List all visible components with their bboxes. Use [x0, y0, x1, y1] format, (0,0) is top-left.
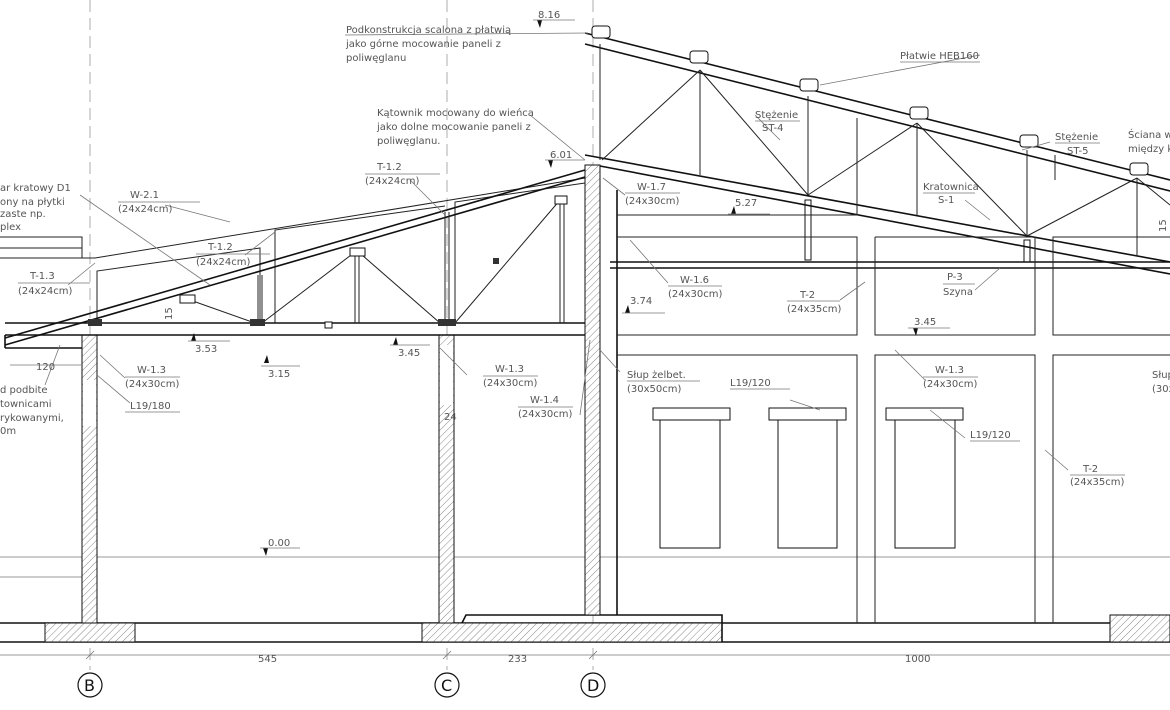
label-stup-right: Słup(30x: [1152, 370, 1170, 395]
level-3.15: 3.15: [261, 355, 300, 380]
label-t12-upper: T-1.2(24x24cm): [365, 162, 420, 187]
label-15-right: 15: [1158, 219, 1169, 232]
label-stup: Słup żelbet.(30x50cm): [627, 370, 686, 395]
level-3.45-left: 3.45: [390, 337, 430, 359]
level-0.00: 0.00: [260, 538, 300, 556]
dim-120: 120: [36, 362, 55, 373]
right-roof-truss: [584, 25, 1170, 275]
axis-b: B: [84, 676, 95, 695]
svg-text:0.00: 0.00: [268, 538, 290, 549]
columns: [81, 164, 618, 624]
label-t2-right: T-2(24x35cm): [1070, 464, 1125, 488]
axis-c: C: [441, 676, 452, 695]
label-w17: W-1.7(24x30cm): [625, 182, 680, 207]
label-24: 24: [444, 412, 457, 423]
axis-d: D: [587, 676, 599, 695]
svg-text:3.45: 3.45: [398, 348, 420, 359]
level-3.45-right: 3.45: [908, 317, 950, 336]
label-w13-b: W-1.3(24x30cm): [125, 365, 180, 390]
label-w13-c: W-1.3(24x30cm): [483, 364, 538, 389]
svg-text:3.15: 3.15: [268, 369, 290, 380]
label-w21: W-2.1(24x24cm): [118, 190, 173, 215]
leader-lines: [44, 32, 1069, 471]
background-walls-left: [0, 177, 586, 323]
dim-233: 233: [508, 654, 527, 665]
label-l19-180: L19/180: [130, 401, 171, 412]
level-8.16: 8.16: [533, 10, 575, 28]
axis-markers: B C D: [77, 672, 606, 698]
right-walls: [617, 118, 1170, 623]
dim-1000: 1000: [905, 654, 930, 665]
label-l19-120-b: L19/120: [970, 430, 1011, 441]
label-w13-right: W-1.3(24x30cm): [923, 365, 978, 390]
label-15-left: 15: [164, 307, 175, 320]
svg-text:3.74: 3.74: [630, 296, 652, 307]
svg-text:3.53: 3.53: [195, 344, 217, 355]
level-5.27: 5.27: [728, 198, 770, 215]
label-t13: T-1.3(24x24cm): [18, 271, 73, 297]
level-3.53: 3.53: [188, 333, 230, 355]
svg-text:6.01: 6.01: [550, 150, 572, 161]
label-t2: T-2(24x35cm): [787, 290, 842, 315]
label-w16: W-1.6(24x30cm): [668, 275, 723, 300]
label-underlines: [18, 61, 1125, 476]
svg-text:3.45: 3.45: [914, 317, 936, 328]
member-labels: W-2.1(24x24cm) T-1.2(24x24cm) T-1.2(24x2…: [18, 51, 1170, 488]
dimension-line: 545 233 1000 120: [0, 362, 1170, 665]
rail-p3: [610, 261, 1170, 269]
level-3.74: 3.74: [622, 296, 665, 314]
label-t12-lower: T-1.2(24x24cm): [196, 242, 251, 268]
left-roof-truss: [4, 169, 586, 349]
label-w14: W-1.4(24x30cm): [518, 395, 573, 420]
level-markers: 8.16 6.01 5.27 3.74 3.53 3.45 3.15 3.45 …: [188, 10, 950, 556]
svg-text:5.27: 5.27: [735, 198, 757, 209]
label-heb160: Płatwie HEB160: [900, 51, 979, 62]
dim-545: 545: [258, 654, 277, 665]
svg-text:8.16: 8.16: [538, 10, 560, 21]
level-6.01: 6.01: [545, 150, 585, 168]
label-l19-120-a: L19/120: [730, 378, 771, 389]
